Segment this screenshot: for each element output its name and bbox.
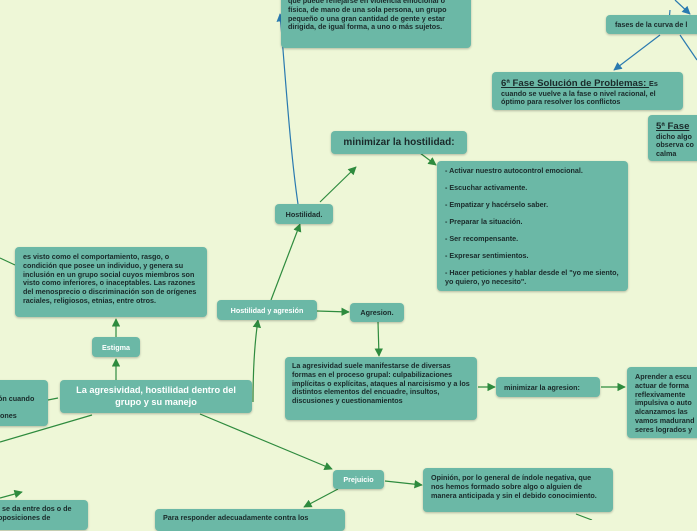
- central-topic-label: La agresividad, hostilidad dentro del gr…: [76, 385, 236, 407]
- hostilidad-label: Hostilidad.: [285, 209, 323, 219]
- responder-text: Para responder adecuadamente contra los: [163, 513, 309, 522]
- connector-lines: [0, 0, 697, 520]
- hostilidad-agresion-label: Hostilidad y agresión: [230, 305, 304, 315]
- minimizar-hostilidad-node[interactable]: minimizar la hostilidad:: [331, 131, 467, 154]
- fases-curva-label: fases de la curva de l: [615, 20, 688, 29]
- violence-description-node: que puede reflejarse en violencia emocio…: [281, 0, 471, 48]
- strategy-item: - Ser recompensante.: [445, 233, 519, 243]
- fases-curva-node[interactable]: fases de la curva de l: [606, 15, 697, 34]
- strategy-item: - Empatizar y hacérselo saber.: [445, 199, 549, 209]
- prejuicio-label: Prejuicio: [343, 475, 374, 484]
- strategy-item: - Preparar la situación.: [445, 216, 523, 226]
- estigma-description-node[interactable]: es visto como el comportamiento, rasgo, …: [15, 247, 207, 317]
- agresion-node[interactable]: Agresion.: [350, 303, 404, 322]
- minimizar-hostilidad-label: minimizar la hostilidad:: [343, 136, 455, 148]
- prejuicio-node[interactable]: Prejuicio: [333, 470, 384, 489]
- hostilidad-strategies-node[interactable]: - Activar nuestro autocontrol emocional.…: [437, 161, 628, 291]
- strategy-item: - Expresar sentimientos.: [445, 250, 529, 260]
- estigma-description-text: es visto como el comportamiento, rasgo, …: [23, 252, 197, 305]
- agresion-description-text: La agresividad suele manifestarse de div…: [292, 361, 470, 406]
- strategy-item: - Hacer peticiones y hablar desde el "yo…: [445, 267, 619, 286]
- agresion-description-node[interactable]: La agresividad suele manifestarse de div…: [285, 357, 477, 420]
- responder-node[interactable]: Para responder adecuadamente contra los: [155, 509, 345, 531]
- left-partial-node[interactable]: ón cuando iones: [0, 380, 48, 426]
- left-partial-text: ón cuando iones: [0, 393, 35, 421]
- violence-description-text: que puede reflejarse en violencia emocio…: [288, 0, 447, 32]
- strategy-item: - Activar nuestro autocontrol emocional.: [445, 166, 583, 175]
- hostilidad-strategies-list: - Activar nuestro autocontrol emocional.…: [445, 166, 620, 286]
- fase6-text: Es cuando se vuelve a la fase o nivel ra…: [501, 79, 658, 107]
- aprender-text: Aprender a escu actuar de forma reflexiv…: [635, 372, 695, 434]
- left-bottom-partial-text: l se da entre dos o de oposiciones de: [0, 504, 72, 522]
- minimizar-agresion-label: minimizar la agresion:: [504, 382, 580, 392]
- left-bottom-partial-node[interactable]: l se da entre dos o de oposiciones de: [0, 500, 88, 530]
- fase6-title: 6ª Fase Solución de Problemas:: [501, 78, 650, 89]
- fase5-node[interactable]: 5ª Fase dicho algo observa co calma: [648, 115, 697, 161]
- estigma-node[interactable]: Estigma: [92, 337, 140, 357]
- hostilidad-node[interactable]: Hostilidad.: [275, 204, 333, 224]
- aprender-node[interactable]: Aprender a escu actuar de forma reflexiv…: [627, 367, 697, 438]
- hostilidad-agresion-node[interactable]: Hostilidad y agresión: [217, 300, 317, 320]
- minimizar-agresion-node[interactable]: minimizar la agresion:: [496, 377, 600, 397]
- prejuicio-description-node[interactable]: Opinión, por lo general de índole negati…: [423, 468, 613, 512]
- estigma-label: Estigma: [102, 342, 130, 352]
- central-topic-node[interactable]: La agresividad, hostilidad dentro del gr…: [60, 380, 252, 413]
- prejuicio-description-text: Opinión, por lo general de índole negati…: [431, 473, 597, 500]
- agresion-label: Agresion.: [360, 308, 394, 317]
- fase5-title: 5ª Fase: [656, 121, 690, 132]
- fase6-node[interactable]: 6ª Fase Solución de Problemas: Es cuando…: [492, 72, 683, 110]
- fase5-text: dicho algo observa co calma: [656, 131, 694, 159]
- strategy-item: - Escuchar activamente.: [445, 182, 528, 192]
